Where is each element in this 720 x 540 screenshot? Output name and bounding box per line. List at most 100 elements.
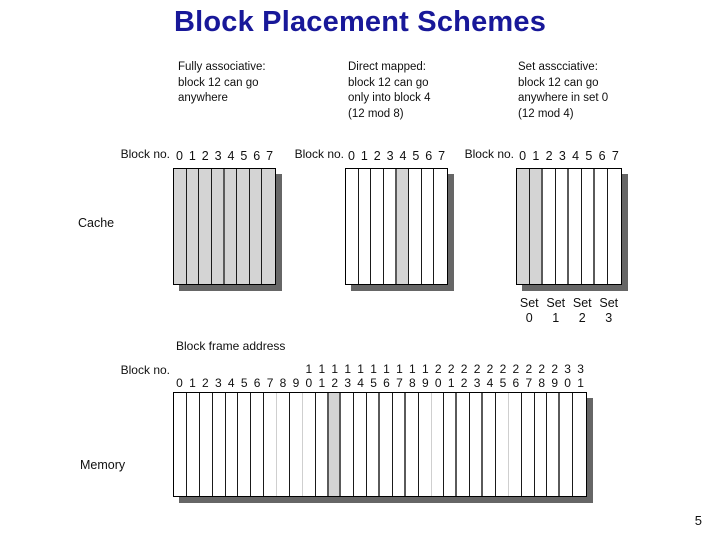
memory-block-cell bbox=[328, 393, 342, 496]
block-index-label: 3 bbox=[214, 149, 222, 163]
memory-index-label: 1 bbox=[186, 362, 199, 390]
cache-block-cell bbox=[421, 169, 435, 284]
cache-block-cell bbox=[371, 169, 384, 284]
memory-block-cell bbox=[573, 393, 586, 496]
memory-index-tens-digit: 1 bbox=[305, 362, 313, 376]
memory-index-tens-digit bbox=[173, 362, 186, 376]
memory-index-tens-digit: 2 bbox=[538, 362, 546, 376]
memory-index-ones-digit: 8 bbox=[538, 376, 546, 390]
memory-row-label: Memory bbox=[80, 458, 126, 472]
cache-block-cell bbox=[211, 169, 225, 284]
memory-block-cell bbox=[380, 393, 393, 496]
memory-index-tens-digit bbox=[289, 362, 302, 376]
memory-block-cell bbox=[186, 393, 200, 496]
memory-index-ones-digit: 1 bbox=[577, 376, 584, 390]
block-no-label-direct-mapped: Block no. bbox=[294, 147, 344, 161]
scheme-caption-set-associative: Set asscciative: block 12 can go anywher… bbox=[518, 61, 609, 120]
memory-index-tens-digit: 2 bbox=[460, 362, 468, 376]
memory-block-cell bbox=[470, 393, 483, 496]
block-index-label: 6 bbox=[425, 149, 433, 163]
memory-block-cell bbox=[508, 393, 522, 496]
memory-block-cell bbox=[431, 393, 445, 496]
scheme-caption-fully-associative: Fully associative: block 12 can go anywh… bbox=[178, 61, 266, 104]
memory-index-tens-digit: 2 bbox=[473, 362, 481, 376]
memory-index-label: 3 bbox=[212, 362, 225, 390]
memory-block-cell bbox=[212, 393, 226, 496]
cache-block-cell bbox=[224, 169, 238, 284]
block-no-label-set-associative: Block no. bbox=[464, 147, 514, 161]
cache-block-cell bbox=[409, 169, 422, 284]
memory-index-tens-digit: 2 bbox=[512, 362, 520, 376]
memory-index-ones-digit: 0 bbox=[564, 376, 571, 390]
cache-block-cell bbox=[543, 169, 556, 284]
block-index-label: 3 bbox=[386, 149, 394, 163]
block-index-label: 1 bbox=[360, 149, 368, 163]
memory-block-cell bbox=[418, 393, 432, 496]
memory-block-cell bbox=[483, 393, 496, 496]
memory-index-label: 7 bbox=[264, 362, 277, 390]
memory-block-cell bbox=[405, 393, 419, 496]
memory-index-label: 8 bbox=[277, 362, 290, 390]
block-index-label: 4 bbox=[399, 149, 407, 163]
grid-cells bbox=[173, 392, 587, 497]
memory-index-tens-digit bbox=[277, 362, 290, 376]
cache-block-cell bbox=[569, 169, 582, 284]
memory-block-cell bbox=[302, 393, 316, 496]
block-index-label: 2 bbox=[373, 149, 381, 163]
memory-block-cell bbox=[341, 393, 355, 496]
memory-index-ones-digit: 5 bbox=[370, 376, 377, 390]
block-index-label: 6 bbox=[598, 149, 606, 163]
memory-index-label: 2 bbox=[199, 362, 212, 390]
memory-index-ones-digit: 0 bbox=[434, 376, 442, 390]
cache-grid-fully-associative bbox=[173, 168, 282, 291]
memory-index-ones-digit: 5 bbox=[499, 376, 507, 390]
block-index-label: 7 bbox=[611, 149, 619, 163]
cache-block-cell bbox=[595, 169, 608, 284]
memory-block-cell bbox=[264, 393, 277, 496]
cache-block-cell bbox=[249, 169, 263, 284]
memory-index-ones-digit: 3 bbox=[214, 376, 222, 390]
memory-block-cell bbox=[315, 393, 329, 496]
memory-index-ones-digit: 1 bbox=[189, 376, 196, 390]
memory-index-ones-digit: 9 bbox=[551, 376, 558, 390]
memory-block-cell bbox=[199, 393, 213, 496]
memory-index-label: 5 bbox=[238, 362, 251, 390]
cache-block-cell bbox=[396, 169, 410, 284]
block-index-label: 1 bbox=[188, 149, 196, 163]
scheme-caption-direct-mapped: Direct mapped: block 12 can go only into… bbox=[348, 61, 431, 120]
block-index-label: 2 bbox=[201, 149, 209, 163]
memory-index-tens-digit bbox=[212, 362, 225, 376]
memory-block-cell bbox=[251, 393, 265, 496]
memory-index-ones-digit: 1 bbox=[318, 376, 326, 390]
set-label: Set 1 bbox=[546, 296, 566, 325]
block-index-label: 5 bbox=[412, 149, 420, 163]
memory-index-tens-digit bbox=[186, 362, 199, 376]
memory-index-label: 0 bbox=[173, 362, 186, 390]
block-index-label: 4 bbox=[227, 149, 235, 163]
block-no-label-memory: Block no. bbox=[120, 363, 170, 377]
cache-block-cell bbox=[556, 169, 569, 284]
memory-index-ones-digit: 4 bbox=[486, 376, 494, 390]
block-index-label: 0 bbox=[175, 149, 183, 163]
block-frame-address-label: Block frame address bbox=[176, 339, 286, 353]
cache-block-cell bbox=[608, 169, 621, 284]
memory-index-tens-digit: 1 bbox=[421, 362, 429, 376]
memory-index-tens-digit: 2 bbox=[447, 362, 455, 376]
block-index-label: 7 bbox=[266, 149, 274, 163]
memory-index-ones-digit: 4 bbox=[227, 376, 235, 390]
cache-grid-set-associative bbox=[516, 168, 628, 291]
cache-block-cell bbox=[383, 169, 397, 284]
memory-index-tens-digit: 2 bbox=[525, 362, 533, 376]
memory-block-cell bbox=[547, 393, 561, 496]
block-index-label: 6 bbox=[253, 149, 261, 163]
memory-block-cell bbox=[238, 393, 252, 496]
